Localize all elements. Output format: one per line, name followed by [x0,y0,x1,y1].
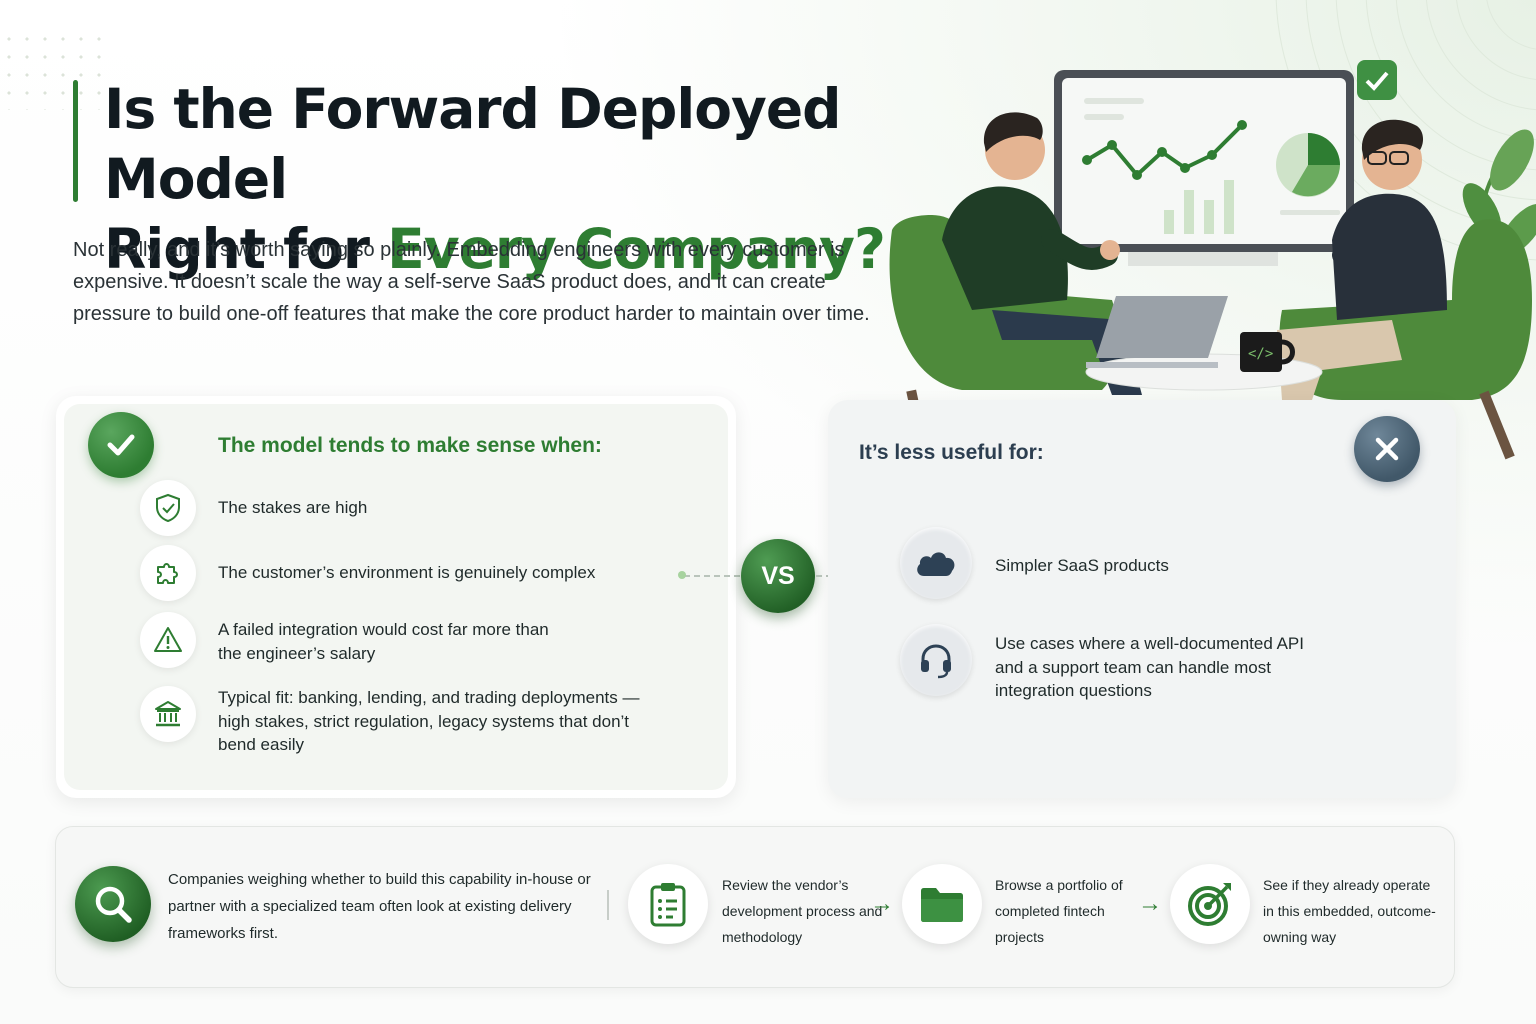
bottom-step-text: Review the vendor’s development process … [722,877,883,945]
vs-connector-left [684,575,740,577]
title-accent-text: Every Company? [387,217,886,281]
pros-item-text: A failed integration would cost far more… [218,620,549,663]
target-icon [1170,864,1250,944]
cons-heading: It’s less useful for: [859,441,1044,464]
title-accent-bar [73,80,78,202]
title-line-2-start: Right for [104,217,388,281]
cloud-icon [900,527,972,599]
lead-paragraph: Not really, and it’s worth saying so pla… [73,239,870,325]
hero-illustration: </> [889,60,1536,460]
puzzle-icon [140,545,196,601]
connector-dot-left [678,571,686,579]
search-icon [75,866,151,942]
bottom-intro-text: Companies weighing whether to build this… [168,871,591,942]
bottom-step-text: Browse a portfolio of completed fintech … [995,877,1123,945]
cons-item: Simpler SaaS products [900,527,1335,599]
headset-icon [900,624,972,696]
monitor-illustration [1054,60,1397,266]
pros-item: A failed integration would cost far more… [140,612,558,668]
pros-item-text: The customer’s environment is genuinely … [218,563,596,582]
pros-item: The stakes are high [140,480,668,536]
cons-item-text: Use cases where a well-documented API an… [995,634,1304,700]
step-arrow-icon: → [870,890,894,917]
folder-icon [902,864,982,944]
svg-text:</>: </> [1248,346,1273,362]
check-badge-icon [88,412,154,478]
title-line-1: Is the Forward Deployed Model [104,77,842,211]
cons-card [828,400,1456,798]
step-arrow-icon: → [1138,890,1162,917]
pros-item: The customer’s environment is genuinely … [140,545,668,601]
table-illustration: </> [1085,296,1323,391]
shield-check-icon [140,480,196,536]
bottom-step-text: See if they already operate in this embe… [1263,877,1436,945]
decorative-dot-grid [0,30,110,110]
cons-item-text: Simpler SaaS products [995,556,1169,575]
cons-item: Use cases where a well-documented API an… [900,624,1325,703]
pros-item-text: The stakes are high [218,498,368,517]
pros-item: Typical fit: banking, lending, and tradi… [140,686,668,757]
page-title: Is the Forward Deployed Model Right for … [104,74,964,284]
right-person-illustration [1277,119,1532,460]
pros-heading: The model tends to make sense when: [218,434,602,457]
clipboard-icon [628,864,708,944]
vs-badge: VS [741,539,815,613]
bottom-divider [607,890,609,920]
warning-icon [140,612,196,668]
left-person-illustration [889,112,1142,446]
close-badge-icon [1354,416,1420,482]
bank-icon [140,686,196,742]
pros-item-text: Typical fit: banking, lending, and tradi… [218,688,640,754]
